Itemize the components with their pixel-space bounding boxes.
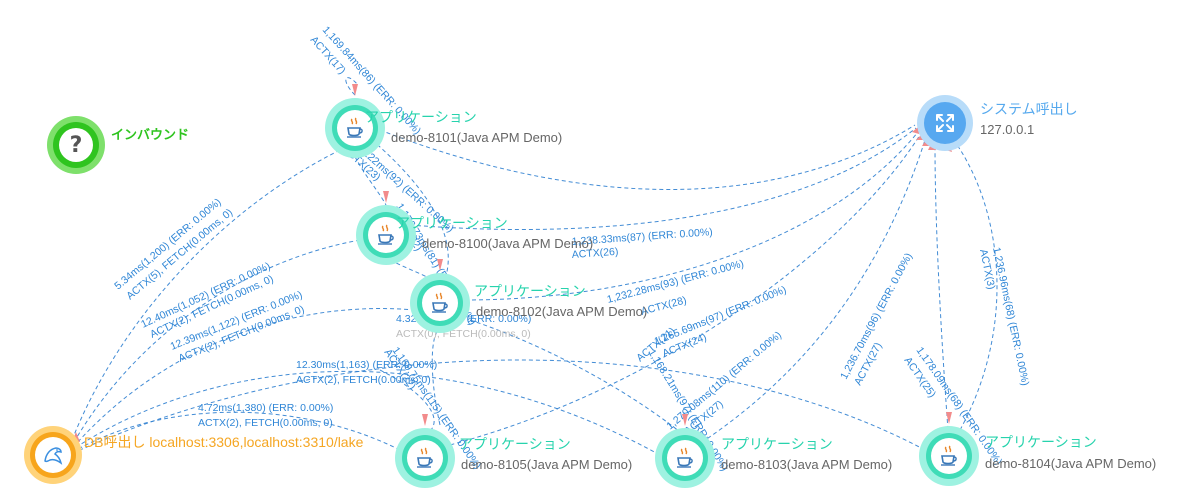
warning-marker <box>352 84 358 96</box>
system-node-name: 127.0.0.1 <box>980 122 1035 137</box>
edge-label-8105-db-l2: ACTX(2), FETCH(0.00ms, 0) <box>198 417 333 429</box>
warning-marker <box>437 259 443 271</box>
app-node-type: アプリケーション <box>474 283 586 299</box>
edge-label-8103-db-l2: ACTX(2), FETCH(0.00ms, 0) <box>296 374 431 386</box>
edge-8100-sys[interactable] <box>409 127 917 230</box>
edge-8101-db[interactable] <box>71 149 341 441</box>
java-cup-icon <box>941 445 957 466</box>
edge-8101-sys[interactable] <box>379 124 916 190</box>
question-mark-icon: ? <box>69 132 83 158</box>
app-node-type: アプリケーション <box>721 436 833 452</box>
edge-8100-8102[interactable] <box>389 259 437 283</box>
edge-8102-sys[interactable] <box>464 131 919 301</box>
inbound-node-ring[interactable]: ? <box>47 116 105 174</box>
edge-8104-sys-right[interactable] <box>949 134 998 431</box>
edge-label-8104-sys-right-l1: 1,236.96ms(68) (ERR: 0.00%) <box>990 246 1031 387</box>
app-node-type: アプリケーション <box>365 109 477 125</box>
app-node-name: demo-8101(Java APM Demo) <box>391 130 563 145</box>
edge-8104-db[interactable] <box>79 359 926 451</box>
edge-8105-8102[interactable] <box>431 329 441 426</box>
app-node-ring[interactable] <box>919 426 979 486</box>
app-node-ring[interactable] <box>655 428 715 488</box>
edge-label-8103-db-l1: 12.30ms(1,163) (ERR: 0.00%) <box>296 359 437 371</box>
edge-label-8102-db-muted-l2: ACTX(0), FETCH(0.00ms, 0) <box>396 328 531 340</box>
edge-label-8105-db-l1: 4.72ms(1,380) (ERR: 0.00%) <box>198 402 333 414</box>
app-node-name: demo-8104(Java APM Demo) <box>985 456 1157 471</box>
edge-8102-8103[interactable] <box>469 319 681 433</box>
edge-8101-self[interactable] <box>345 77 359 96</box>
app-node-name: demo-8102(Java APM Demo) <box>476 304 648 319</box>
system-node-type: システム呼出し <box>980 101 1078 117</box>
java-cup-icon <box>347 117 363 138</box>
edge-8104-sys[interactable] <box>934 144 949 431</box>
edge-8100-db[interactable] <box>73 239 361 443</box>
app-node-name: demo-8105(Java APM Demo) <box>461 457 633 472</box>
java-cup-icon <box>677 447 693 468</box>
mysql-dolphin-icon <box>44 447 63 465</box>
warning-marker <box>682 414 688 426</box>
app-node-type: アプリケーション <box>396 215 508 231</box>
edge-8103-db[interactable] <box>77 370 661 456</box>
warning-marker <box>383 191 389 203</box>
edge-label-8100-sys-l2: ACTX(26) <box>571 246 618 261</box>
app-node-name: demo-8103(Java APM Demo) <box>721 457 893 472</box>
warning-marker <box>422 414 428 426</box>
edge-8103-sys[interactable] <box>689 139 926 451</box>
java-cup-icon <box>417 447 433 468</box>
app-node-type: アプリケーション <box>985 434 1097 450</box>
app-node-ring[interactable] <box>325 98 385 158</box>
app-node-ring[interactable] <box>356 205 416 265</box>
db-node-label: DB呼出し localhost:3306,localhost:3310/lake <box>84 434 364 450</box>
inbound-label: インバウンド <box>111 127 190 142</box>
system-node-ring[interactable] <box>917 95 973 151</box>
app-node-name: demo-8100(Java APM Demo) <box>422 236 594 251</box>
expand-arrows-icon <box>936 114 954 132</box>
java-cup-icon <box>378 224 394 245</box>
app-node-type: アプリケーション <box>459 436 571 452</box>
edge-8105-sys[interactable] <box>429 134 921 451</box>
edge-8105-db[interactable] <box>79 411 401 451</box>
edge-8101-8102[interactable] <box>371 139 449 283</box>
java-cup-icon <box>432 292 448 313</box>
app-node-ring[interactable] <box>395 428 455 488</box>
edge-8102-db[interactable] <box>75 308 416 445</box>
warning-marker <box>946 412 952 424</box>
app-node-ring[interactable] <box>410 273 470 333</box>
db-node-ring[interactable] <box>24 426 82 484</box>
